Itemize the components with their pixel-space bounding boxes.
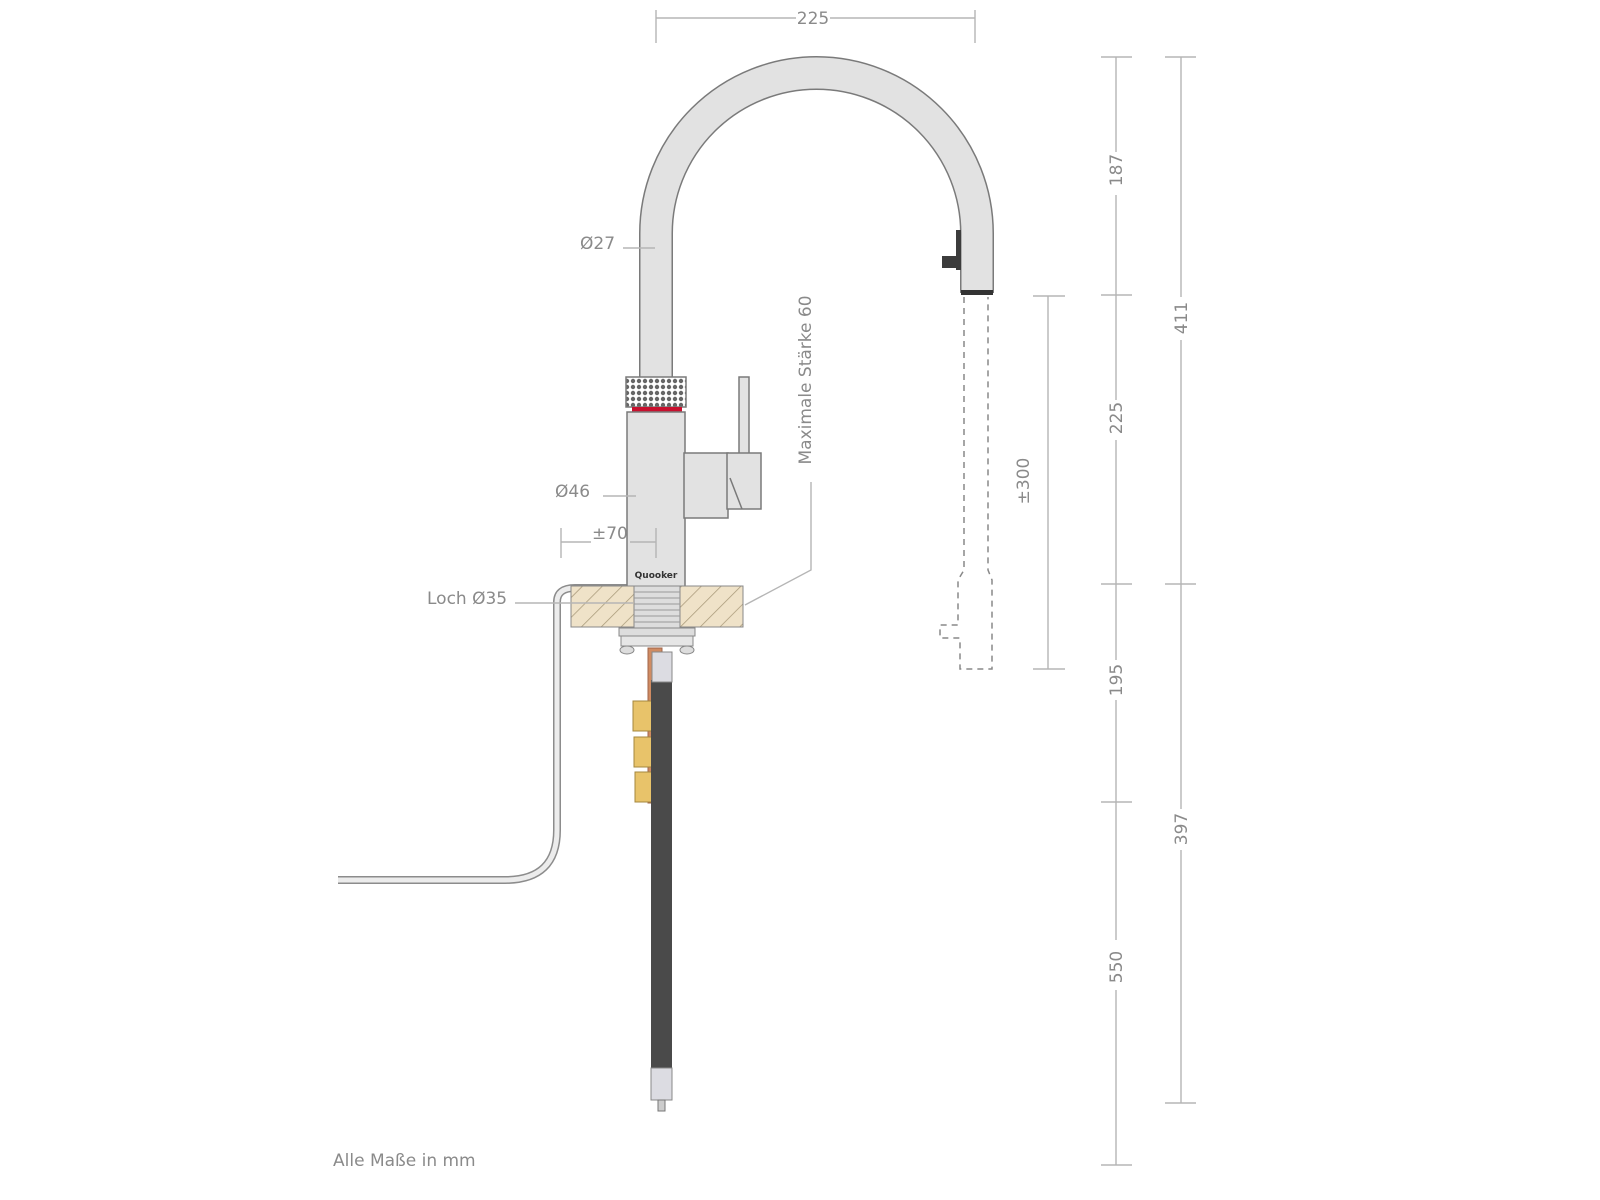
svg-text:Ø46: Ø46: [555, 482, 590, 502]
svg-text:397: 397: [1172, 813, 1192, 845]
power-cable: [338, 584, 640, 884]
spray-button: [956, 230, 961, 270]
dimension-column-inner: 187 225 195 550: [1101, 56, 1132, 1166]
svg-text:195: 195: [1107, 664, 1127, 696]
hose-top-fitting: [651, 651, 673, 683]
svg-text:225: 225: [797, 9, 829, 29]
svg-text:225: 225: [1107, 402, 1127, 434]
label-max-thickness: Maximale Stärke 60: [744, 295, 816, 606]
svg-text:187: 187: [1107, 154, 1127, 186]
svg-text:Ø27: Ø27: [580, 234, 615, 254]
mounting-nut: [618, 627, 696, 655]
footnote: Alle Maße in mm: [333, 1151, 476, 1171]
label-body-diameter: Ø46: [555, 482, 636, 502]
pullout-hose-outline: [939, 297, 993, 670]
tap-body: [626, 376, 762, 589]
svg-text:±70: ±70: [592, 524, 628, 544]
black-hose: [651, 680, 672, 1070]
label-hole-diameter: Loch Ø35: [427, 589, 633, 609]
dimension-pullout: ±300: [1014, 295, 1065, 670]
brand-logo: Quooker: [635, 571, 678, 581]
svg-text:411: 411: [1172, 302, 1192, 334]
threaded-shank: [633, 585, 681, 635]
dimension-spout-reach: 225: [655, 9, 976, 43]
brass-fittings: [632, 700, 654, 803]
knurled-ring: [625, 376, 687, 408]
spout: [639, 56, 994, 380]
svg-text:550: 550: [1107, 951, 1127, 983]
svg-text:Maximale Stärke 60: Maximale Stärke 60: [796, 295, 816, 464]
hose-bottom-fitting: [650, 1067, 673, 1101]
svg-text:±300: ±300: [1014, 458, 1034, 505]
red-indicator-band: [632, 407, 682, 412]
label-spout-diameter: Ø27: [580, 234, 655, 254]
label-handle-offset: ±70: [560, 524, 657, 558]
dimension-column-outer: 411 397: [1165, 56, 1196, 1104]
svg-text:Loch Ø35: Loch Ø35: [427, 589, 507, 609]
